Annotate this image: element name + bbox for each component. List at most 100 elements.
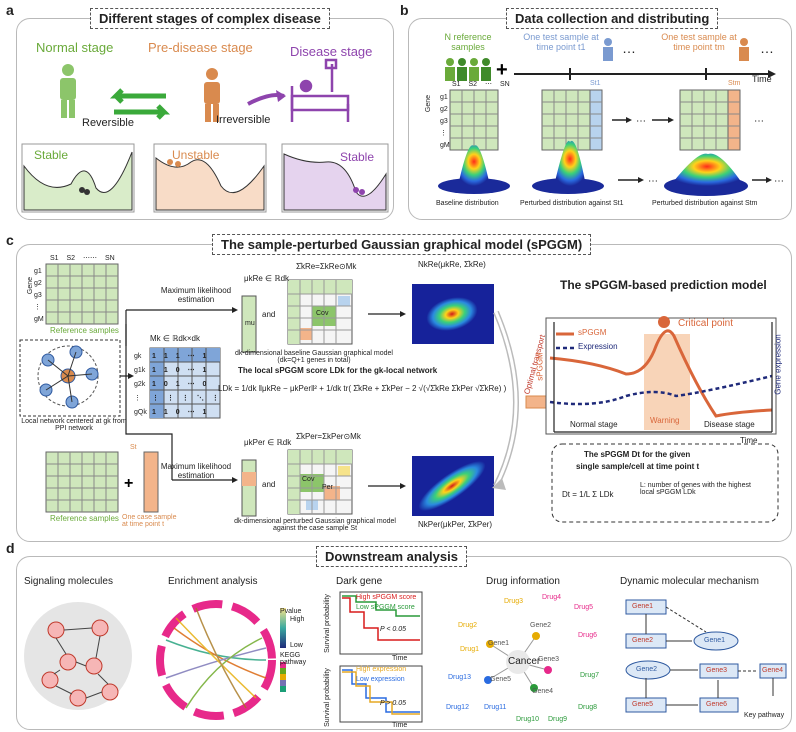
mu-re: μkRe ∈ ℝdk [244,274,290,283]
reference-matrix [449,89,499,151]
mle-top: Maximum likelihood estimation [160,286,232,304]
sample-cols-c1: S1 S2 ⋯⋯ SN [50,255,115,262]
panel-a-graphics [21,58,389,213]
gene3-label: Gene3 [538,656,560,663]
baseline-dist-label: Baseline distribution [436,200,499,207]
warning-label: Warning [650,416,680,425]
cov-per-matrix [287,449,353,515]
p-gt-label: P > 0.05 [380,700,407,707]
ellipsis-2: … [760,40,774,56]
signaling-title: Signaling molecules [24,576,113,587]
local-score-title: The local sPGGM score LDk for the gk-loc… [238,366,438,375]
panel-c-graphics: + [19,263,779,523]
pvalue-label: Pvalue [280,608,302,615]
p-lt-label: P < 0.05 [380,626,407,633]
baseline-caption: dk-dimensional baseline Gaussian graphic… [235,350,393,364]
low-spggm-label: Low sPGGM score [356,604,415,611]
svg-text:⋯: ⋯ [774,176,784,187]
and-bottom: and [262,480,276,489]
sigma-per: Σ̂kPer=ΣkPer⊙Mk [296,432,361,441]
enrichment-title: Enrichment analysis [168,576,258,587]
spggm-curve [549,329,773,418]
mk-matrix [149,347,221,419]
normal-stage-label: Normal stage [36,40,114,55]
prediction-title: The sPGGM-based prediction model [560,278,767,292]
critical-point-label: Critical point [678,318,734,329]
irreversible-label: Irreversible [216,114,271,126]
survival-label-2: Survival probability [323,668,331,727]
y-right-label: Gene expression [773,334,783,395]
perturbed-matrix-1 [541,89,603,151]
cov-re-matrix [287,279,353,345]
drug7-label: Drug7 [580,672,600,679]
perturbed-dist-1-label: Perturbed distribution against St1 [520,200,624,207]
drug5-label: Drug5 [574,604,594,611]
drug8-label: Drug8 [578,704,598,711]
drug1-label: Drug1 [460,646,480,653]
extra-col-m: Stm [728,80,741,87]
drug9-label: Drug9 [548,716,568,723]
drug10-label: Drug10 [516,716,539,723]
sample-cols-b1: S1 S2 ⋯ SN [452,81,510,88]
panel-d-label: d [6,540,15,556]
sigma-re: Σ̂kRe=ΣkRe⊙Mk [296,262,357,271]
reference-samples-bottom: Reference samples [50,514,119,523]
ellipsis-1: … [622,40,636,56]
perturbed-dist-m-label: Perturbed distribution against Stm [652,200,758,207]
drug11-label: Drug11 [484,704,507,711]
svg-text:⋯: ⋯ [636,116,646,127]
cancer-label: Cancer [508,656,541,667]
panel-b-title: Data collection and distributing [506,8,719,29]
legend-spggm: sPGGM [578,328,607,337]
dyn-gene1-box: Gene1 [632,603,654,610]
x-axis-label: Time [740,436,758,445]
n-per: NkPer(μkPer, Σ̂kPer) [418,520,493,529]
legend-expression: Expression [578,342,618,351]
svg-text:⋯: ⋯ [754,116,764,127]
mk-matrix-title: Mk ∈ ℝdk×dk [150,334,200,343]
time-label-b: Time [752,74,772,84]
case-col-label: St [130,444,137,451]
dyn-gene4-box: Gene4 [762,667,784,674]
ref-samples-label: N reference samples [444,32,492,52]
reversible-arrow-icon [109,88,166,104]
n-re: NkRe(μkRe, Σ̂kRe) [418,260,486,269]
dark-gene-title: Dark gene [336,576,383,587]
hospital-bed-icon [290,58,350,122]
gene2-label: Gene2 [530,622,552,629]
panel-c-label: c [6,232,14,248]
normal-person-icon [60,64,76,118]
time-label-d2: Time [392,722,408,729]
perturbed-matrix-m [679,89,741,151]
reversible-label: Reversible [82,117,134,129]
gene5-label: Gene5 [490,676,512,683]
drug4-label: Drug4 [542,594,562,601]
panel-d-graphics [24,591,787,723]
expression-curve [549,374,773,406]
ld-formula: LDk = 1/dk ‖μkRe − μkPer‖² + 1/dk tr( Σ̂… [218,384,507,393]
panel-a-label: a [6,2,14,18]
high-label: High [290,616,305,623]
kegg-label: KEGG pathway [280,652,307,666]
low-expr-label: Low expression [356,676,405,683]
dyn-gene6-box: Gene6 [706,701,728,708]
panel-a-title: Different stages of complex disease [90,8,330,29]
cov-label-bottom: Cov [302,476,315,483]
y-left-label: sPGGM [535,352,545,381]
unstable-label: Unstable [172,148,220,162]
reference-people-icon [445,58,491,81]
test-sample-1-label: One test sample at time point t1 [523,32,599,52]
test-person-1-icon [603,38,613,61]
panel-b-label: b [400,2,409,18]
mk-values: 1 1 1 ⋯ 1 1 1 0 ⋯ 1 1 0 1 ⋯ 0 ⋮ ⋮ ⋮ ⋱ ⋮ … [152,353,219,416]
perturbed-caption: dk-dimensional perturbed Gaussian graphi… [234,518,396,532]
key-pathway-label: Key pathway [744,712,785,719]
dt-formula: Dt = 1/L Σ LDk [562,490,614,499]
dt-note: L: number of genes with the highest loca… [640,482,751,496]
mu-per: μkPer ∈ ℝdk [244,438,292,447]
drug6-label: Drug6 [578,632,598,639]
one-case-sample: One case sample at time point t [122,514,177,528]
